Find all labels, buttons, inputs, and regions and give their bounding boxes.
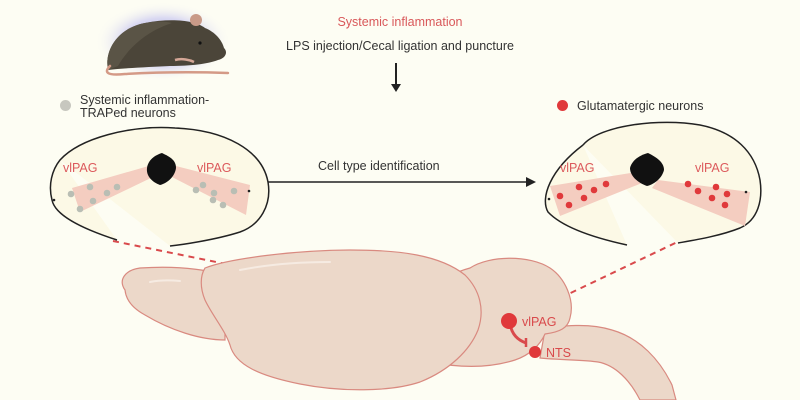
neuron-dot xyxy=(67,190,75,198)
marker-dot xyxy=(247,189,251,193)
mouse-eye xyxy=(198,41,202,45)
legend-red-dot-icon xyxy=(557,100,568,111)
neuron-dot xyxy=(575,183,583,191)
region-label-right: vlPAG xyxy=(197,161,232,175)
neuron-dot xyxy=(230,187,238,195)
brainstem xyxy=(539,324,677,400)
neuron-dot xyxy=(565,201,573,209)
neuron-dot xyxy=(602,180,610,188)
cerebrum-highlight xyxy=(239,261,331,271)
neuron-dot xyxy=(684,180,692,188)
legend-label: Systemic inflammation- TRAPed neurons xyxy=(80,94,209,120)
neuron-dot xyxy=(209,196,217,204)
aqueduct xyxy=(630,153,664,186)
neuron-dot xyxy=(556,192,564,200)
neuron-dots-right xyxy=(556,180,731,209)
legend-label-line2: TRAPed neurons xyxy=(80,106,176,120)
cerebrum xyxy=(200,249,482,391)
neuron-dot xyxy=(113,183,121,191)
vlpag-node xyxy=(501,313,517,329)
neuron-dot xyxy=(721,201,729,209)
section-outline xyxy=(49,126,270,247)
region-label-right: vlPAG xyxy=(695,161,730,175)
neuron-dot xyxy=(712,183,720,191)
neuron-dot xyxy=(723,190,731,198)
aqueduct xyxy=(146,153,176,185)
neuron-dot xyxy=(210,189,218,197)
vlpag-node-label: vlPAG xyxy=(522,315,557,329)
region-vlpag-right xyxy=(170,165,250,215)
mouse-tail xyxy=(105,64,230,76)
nts-node-label: NTS xyxy=(546,346,571,360)
marker-dot xyxy=(547,197,551,201)
section-outline xyxy=(544,121,762,246)
diagram-title: Systemic inflammation xyxy=(337,15,463,29)
neuron-dot xyxy=(219,201,227,209)
section-left: vlPAG vlPAG xyxy=(49,126,270,247)
neuron-dot xyxy=(580,194,588,202)
diagram-subtitle: LPS injection/Cecal ligation and punctur… xyxy=(286,39,514,53)
mouse-body-shade xyxy=(107,21,172,70)
neuron-dot xyxy=(590,186,598,194)
right-arrow-icon xyxy=(265,177,536,187)
neuron-dot xyxy=(76,205,84,213)
region-vlpag-left xyxy=(550,172,642,216)
nts-node xyxy=(529,346,541,358)
neuron-dot xyxy=(89,197,97,205)
legend-label: Glutamatergic neurons xyxy=(577,99,704,113)
circuit: vlPAG NTS xyxy=(501,313,571,360)
transition-label: Cell type identification xyxy=(318,159,440,173)
marker-dot xyxy=(52,198,56,202)
bulb-highlight xyxy=(149,279,181,283)
neuron-dot xyxy=(694,187,702,195)
marker-dot xyxy=(744,190,748,194)
neuron-dot xyxy=(708,194,716,202)
legend-gray-dot-icon xyxy=(60,100,71,111)
mouse-illustration xyxy=(95,2,231,82)
down-arrow-icon xyxy=(391,63,401,92)
neuron-dot xyxy=(192,186,200,194)
section-right: vlPAG vlPAG xyxy=(544,121,762,246)
region-label-left: vlPAG xyxy=(560,161,595,175)
neuron-dots-left xyxy=(67,181,238,213)
neuron-dot xyxy=(199,181,207,189)
neuron-dot xyxy=(86,183,94,191)
mouse-ear xyxy=(190,14,202,26)
neuron-dot xyxy=(103,189,111,197)
mouse-brain xyxy=(121,249,677,400)
mouse-paw xyxy=(174,57,195,64)
region-label-left: vlPAG xyxy=(63,161,98,175)
legend-label-line1: Systemic inflammation- xyxy=(80,93,210,107)
